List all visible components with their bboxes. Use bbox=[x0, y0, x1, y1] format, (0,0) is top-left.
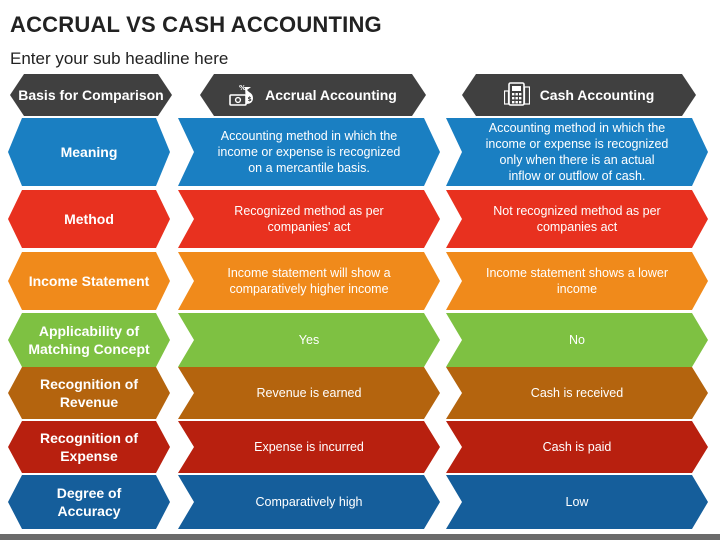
row-label-revenue: Recognition of Revenue bbox=[8, 367, 170, 419]
accrual-cell-income-statement: Income statement will show a comparative… bbox=[178, 252, 440, 310]
header-accrual: $ % Accrual Accounting bbox=[200, 74, 426, 116]
money-bag-icon: $ % bbox=[229, 82, 255, 108]
header-basis: Basis for Comparison bbox=[10, 74, 172, 116]
row-label-expense: Recognition of Expense bbox=[8, 421, 170, 473]
cash-cell-expense: Cash is paid bbox=[446, 421, 708, 473]
row-label-method: Method bbox=[8, 190, 170, 248]
header-basis-label: Basis for Comparison bbox=[18, 87, 164, 103]
page-title: ACCRUAL VS CASH ACCOUNTING bbox=[10, 12, 382, 37]
row-label-matching-concept: Applicability of Matching Concept bbox=[8, 313, 170, 367]
cash-cell-method: Not recognized method as per companies a… bbox=[446, 190, 708, 248]
header-accrual-label: Accrual Accounting bbox=[265, 87, 397, 103]
cash-cell-income-statement: Income statement shows a lower income bbox=[446, 252, 708, 310]
accrual-cell-revenue: Revenue is earned bbox=[178, 367, 440, 419]
cash-cell-meaning: Accounting method in which the income or… bbox=[446, 118, 708, 186]
header-cash-label: Cash Accounting bbox=[539, 87, 655, 103]
accrual-cell-matching-concept: Yes bbox=[178, 313, 440, 367]
accrual-cell-meaning: Accounting method in which the income or… bbox=[178, 118, 440, 186]
row-label-meaning: Meaning bbox=[8, 118, 170, 186]
accrual-cell-accuracy: Comparatively high bbox=[178, 475, 440, 529]
header-cash: Cash Accounting bbox=[462, 74, 696, 116]
svg-text:$: $ bbox=[248, 96, 252, 103]
accrual-cell-method: Recognized method as per companies' act bbox=[178, 190, 440, 248]
cash-cell-accuracy: Low bbox=[446, 475, 708, 529]
cash-cell-matching-concept: No bbox=[446, 313, 708, 367]
bottom-bar bbox=[0, 534, 720, 540]
page-subtitle: Enter your sub headline here bbox=[10, 49, 229, 68]
row-label-income-statement: Income Statement bbox=[8, 252, 170, 310]
cash-cell-revenue: Cash is received bbox=[446, 367, 708, 419]
accrual-cell-expense: Expense is incurred bbox=[178, 421, 440, 473]
calculator-icon bbox=[504, 82, 530, 108]
svg-text:%: % bbox=[239, 84, 246, 92]
row-label-accuracy: Degree of Accuracy bbox=[8, 475, 170, 529]
